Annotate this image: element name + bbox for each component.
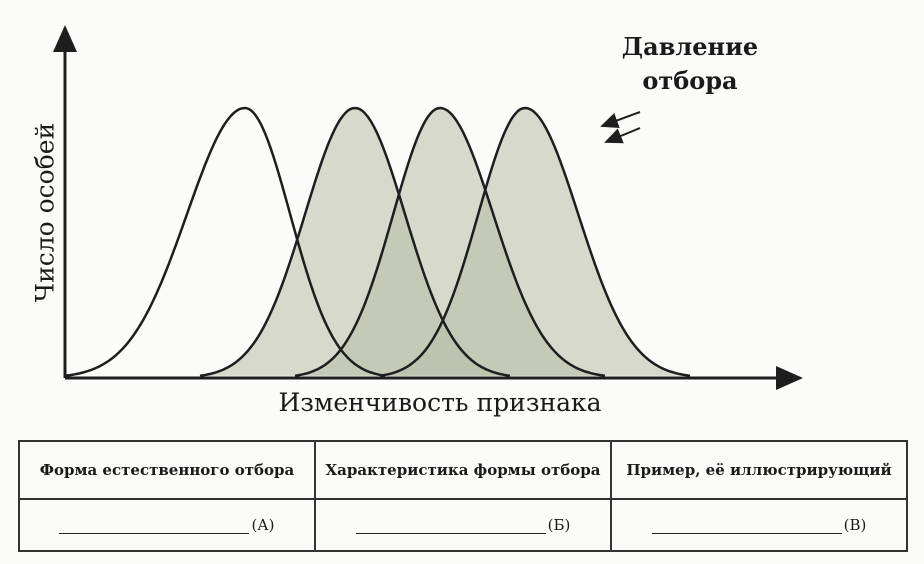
answer-cell-a[interactable]: (А) — [18, 498, 316, 552]
pressure-arrow-icon — [600, 111, 641, 128]
header-characteristic: Характеристика формы отбора — [314, 440, 612, 500]
header-example: Пример, её иллюстрирующий — [610, 440, 908, 500]
distribution-curve-3 — [294, 106, 606, 378]
x-axis-label: Изменчивость признака — [278, 388, 602, 417]
cell-label-a: (А) — [251, 516, 275, 534]
y-axis-label: Число особей — [30, 122, 60, 303]
blank-line — [651, 519, 842, 534]
selection-pressure-label: Давление отбора — [621, 32, 759, 95]
blank-line — [59, 519, 250, 534]
pressure-arrow-icon — [604, 127, 641, 144]
answer-cell-c[interactable]: (В) — [610, 498, 908, 552]
cell-label-b: (Б) — [547, 516, 571, 534]
distribution-curve-1 — [64, 106, 386, 378]
distribution-curve-4 — [379, 106, 691, 378]
blank-line — [355, 519, 546, 534]
distribution-curve-2 — [199, 106, 511, 378]
cell-label-c: (В) — [843, 516, 867, 534]
selection-diagram — [53, 25, 803, 390]
answer-cell-b[interactable]: (Б) — [314, 498, 612, 552]
header-form: Форма естественного отбора — [18, 440, 316, 500]
answer-table: Форма естественного отбора Характеристик… — [18, 440, 908, 552]
